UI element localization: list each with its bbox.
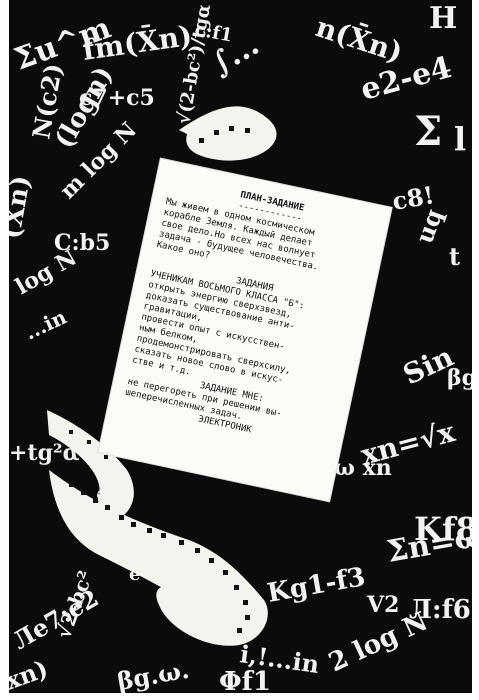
formula: Φf1 <box>219 667 271 693</box>
formula: l <box>454 120 466 158</box>
formula: log N <box>11 245 81 301</box>
formula: Φ:f2 <box>83 477 122 530</box>
formula: V2 <box>366 592 399 618</box>
formula: c8! <box>390 180 436 216</box>
formula: ω xn <box>334 455 392 481</box>
formula: C:b5 <box>54 230 110 256</box>
formula: (X̄n) <box>9 173 37 241</box>
formula: +tg²α <box>9 440 80 466</box>
formula: βg.ω. <box>115 655 191 693</box>
formula: t <box>449 242 460 271</box>
formula: n(X̄n) <box>312 9 407 69</box>
formula: c7+c5 <box>79 85 155 111</box>
poster: Σu^m fm(X̄n) c:f1 ∫... n(X̄n) H N(c2) c7… <box>9 0 472 693</box>
formula: xn) <box>9 654 52 693</box>
formula: Σ <box>414 108 442 155</box>
formula: e-d4 <box>129 564 173 585</box>
note-content: ПЛАН-ЗАДАНИЕ ------------ Мы живем в одн… <box>122 175 375 452</box>
formula: H <box>429 1 457 36</box>
formula: Л:f6 <box>409 595 471 625</box>
formula: Kg1-f3 <box>265 562 368 609</box>
formula: ...in <box>21 304 71 344</box>
formula: βg <box>447 365 472 391</box>
formula: Kf8 <box>414 510 472 548</box>
